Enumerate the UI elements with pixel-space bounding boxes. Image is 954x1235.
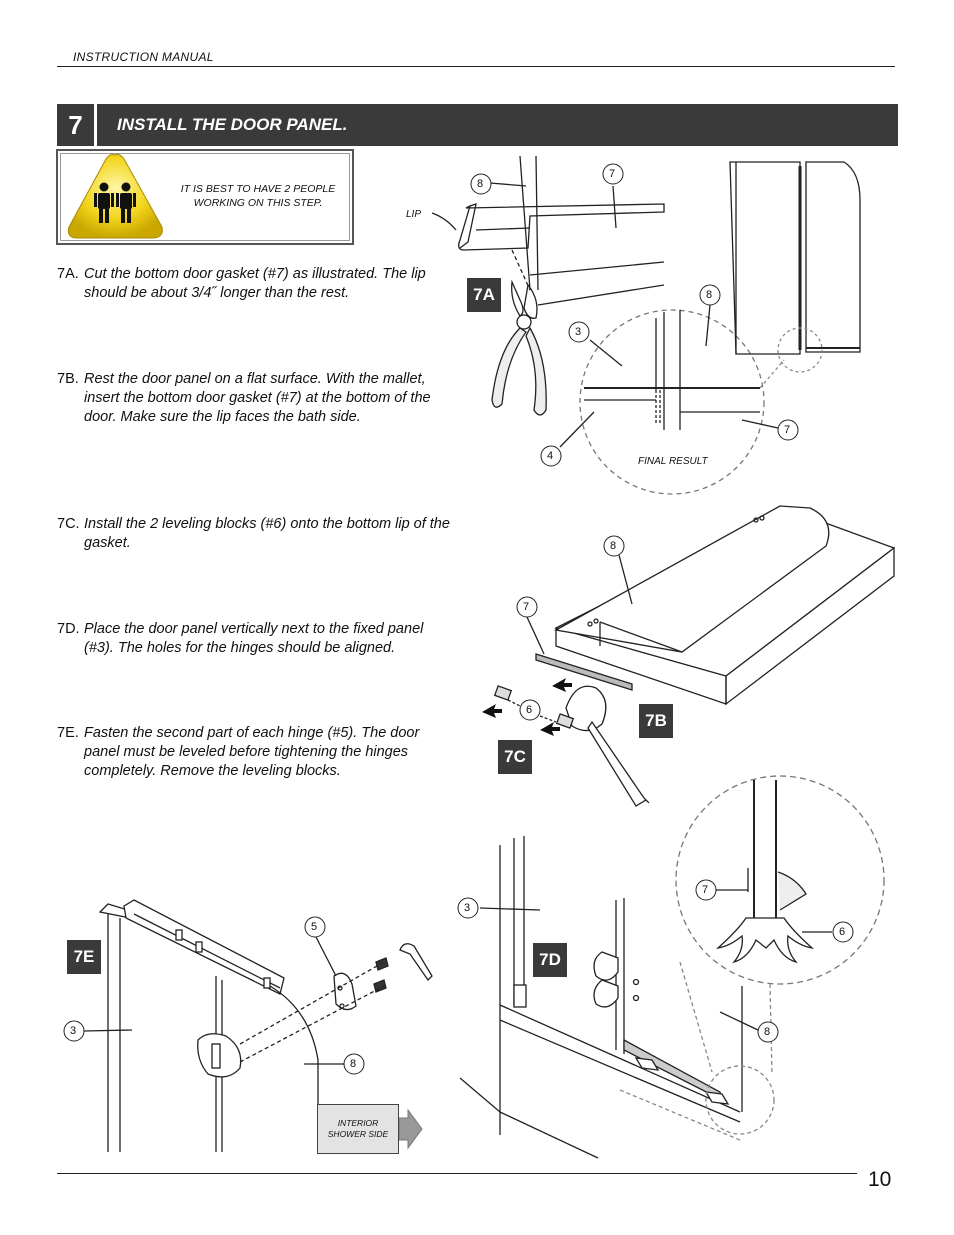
instruction-7e: 7E. Fasten the second part of each hinge… xyxy=(57,724,457,781)
instruction-text: Install the 2 leveling blocks (#6) onto … xyxy=(84,516,450,551)
warning-inner-border xyxy=(60,153,350,241)
instruction-text: Rest the door panel on a flat surface. W… xyxy=(84,371,431,425)
callout-circle xyxy=(457,897,479,919)
callout-7: 7 xyxy=(702,884,709,896)
callout-circle xyxy=(540,445,562,467)
header-rule xyxy=(57,66,895,67)
callout-8: 8 xyxy=(350,1058,357,1070)
instruction-7b: 7B. Rest the door panel on a flat surfac… xyxy=(57,370,457,427)
figure-label-7d: 7D xyxy=(533,943,567,977)
instruction-label: 7E. xyxy=(57,725,79,741)
callout-circle xyxy=(699,284,721,306)
callout-3: 3 xyxy=(575,326,582,338)
step-title: INSTALL THE DOOR PANEL. xyxy=(117,115,348,134)
figure-label-7b: 7B xyxy=(639,704,673,738)
page-number: 10 xyxy=(868,1168,892,1191)
header-label: INSTRUCTION MANUAL xyxy=(73,50,214,64)
two-people-warning-icon xyxy=(67,154,163,239)
instruction-label: 7A. xyxy=(57,266,79,282)
callout-8: 8 xyxy=(610,540,617,552)
warning-box: IT IS BEST TO HAVE 2 PEOPLE WORKING ON T… xyxy=(56,149,354,245)
warning-text: IT IS BEST TO HAVE 2 PEOPLE WORKING ON T… xyxy=(180,183,336,209)
callout-circle xyxy=(470,173,492,195)
callout-8: 8 xyxy=(477,178,484,190)
callout-8: 8 xyxy=(706,289,713,301)
callout-7: 7 xyxy=(523,601,530,613)
interior-shower-side-box: INTERIOR SHOWER SIDE xyxy=(317,1104,399,1154)
callout-circle xyxy=(304,916,326,938)
instruction-7a: 7A. Cut the bottom door gasket (#7) as i… xyxy=(57,265,457,303)
instruction-label: 7D. xyxy=(57,621,80,637)
callout-6: 6 xyxy=(839,926,846,938)
figure-label-7e: 7E xyxy=(67,940,101,974)
callout-7: 7 xyxy=(609,168,616,180)
instruction-7c: 7C. Install the 2 leveling blocks (#6) o… xyxy=(57,515,457,553)
callout-circle xyxy=(757,1021,779,1043)
instruction-7d: 7D. Place the door panel vertically next… xyxy=(57,620,457,658)
callout-5: 5 xyxy=(311,921,318,933)
lip-label: LIP xyxy=(406,209,422,220)
callout-8: 8 xyxy=(764,1026,771,1038)
footer-rule xyxy=(57,1173,857,1174)
step-number: 7 xyxy=(57,104,97,146)
callout-6: 6 xyxy=(526,704,533,716)
instruction-label: 7B. xyxy=(57,371,79,387)
callout-circle xyxy=(602,163,624,185)
callout-7: 7 xyxy=(784,424,791,436)
callout-circle xyxy=(777,419,799,441)
instruction-text: Cut the bottom door gasket (#7) as illus… xyxy=(84,266,426,301)
step-bar: 7 INSTALL THE DOOR PANEL. xyxy=(57,104,898,146)
callout-circle xyxy=(63,1020,85,1042)
figure-label-7a: 7A xyxy=(467,278,501,312)
callout-circle xyxy=(519,699,541,721)
callout-circle xyxy=(695,879,717,901)
callout-4: 4 xyxy=(547,450,554,462)
figure-label-7c: 7C xyxy=(498,740,532,774)
final-result-label: FINAL RESULT xyxy=(638,456,708,467)
callout-3: 3 xyxy=(464,902,471,914)
callout-3: 3 xyxy=(70,1025,77,1037)
instruction-text: Place the door panel vertically next to … xyxy=(84,621,424,656)
instruction-text: Fasten the second part of each hinge (#5… xyxy=(84,725,420,779)
callout-circle xyxy=(343,1053,365,1075)
callout-circle xyxy=(516,596,538,618)
instruction-label: 7C. xyxy=(57,516,80,532)
callout-circle xyxy=(603,535,625,557)
callout-circle xyxy=(568,321,590,343)
callout-circle xyxy=(832,921,854,943)
